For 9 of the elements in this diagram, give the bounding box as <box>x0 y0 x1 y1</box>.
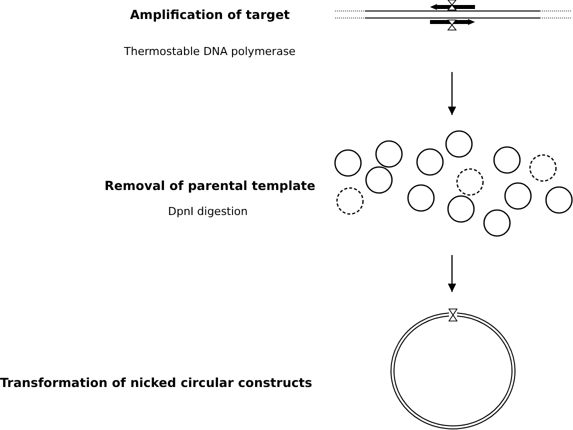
arrow <box>448 255 456 292</box>
arrow <box>448 72 456 115</box>
step-heading: Removal of parental template <box>104 178 316 193</box>
step-description: DpnI digestion <box>168 205 248 218</box>
nicked-circular-plasmid-drawing <box>390 306 518 430</box>
step-heading: Transformation of nicked circular constructs <box>0 375 312 390</box>
step-description: Thermostable DNA polymerase <box>124 45 296 58</box>
step-heading: Amplification of target <box>130 7 290 22</box>
dna-strands-drawing <box>333 0 573 32</box>
